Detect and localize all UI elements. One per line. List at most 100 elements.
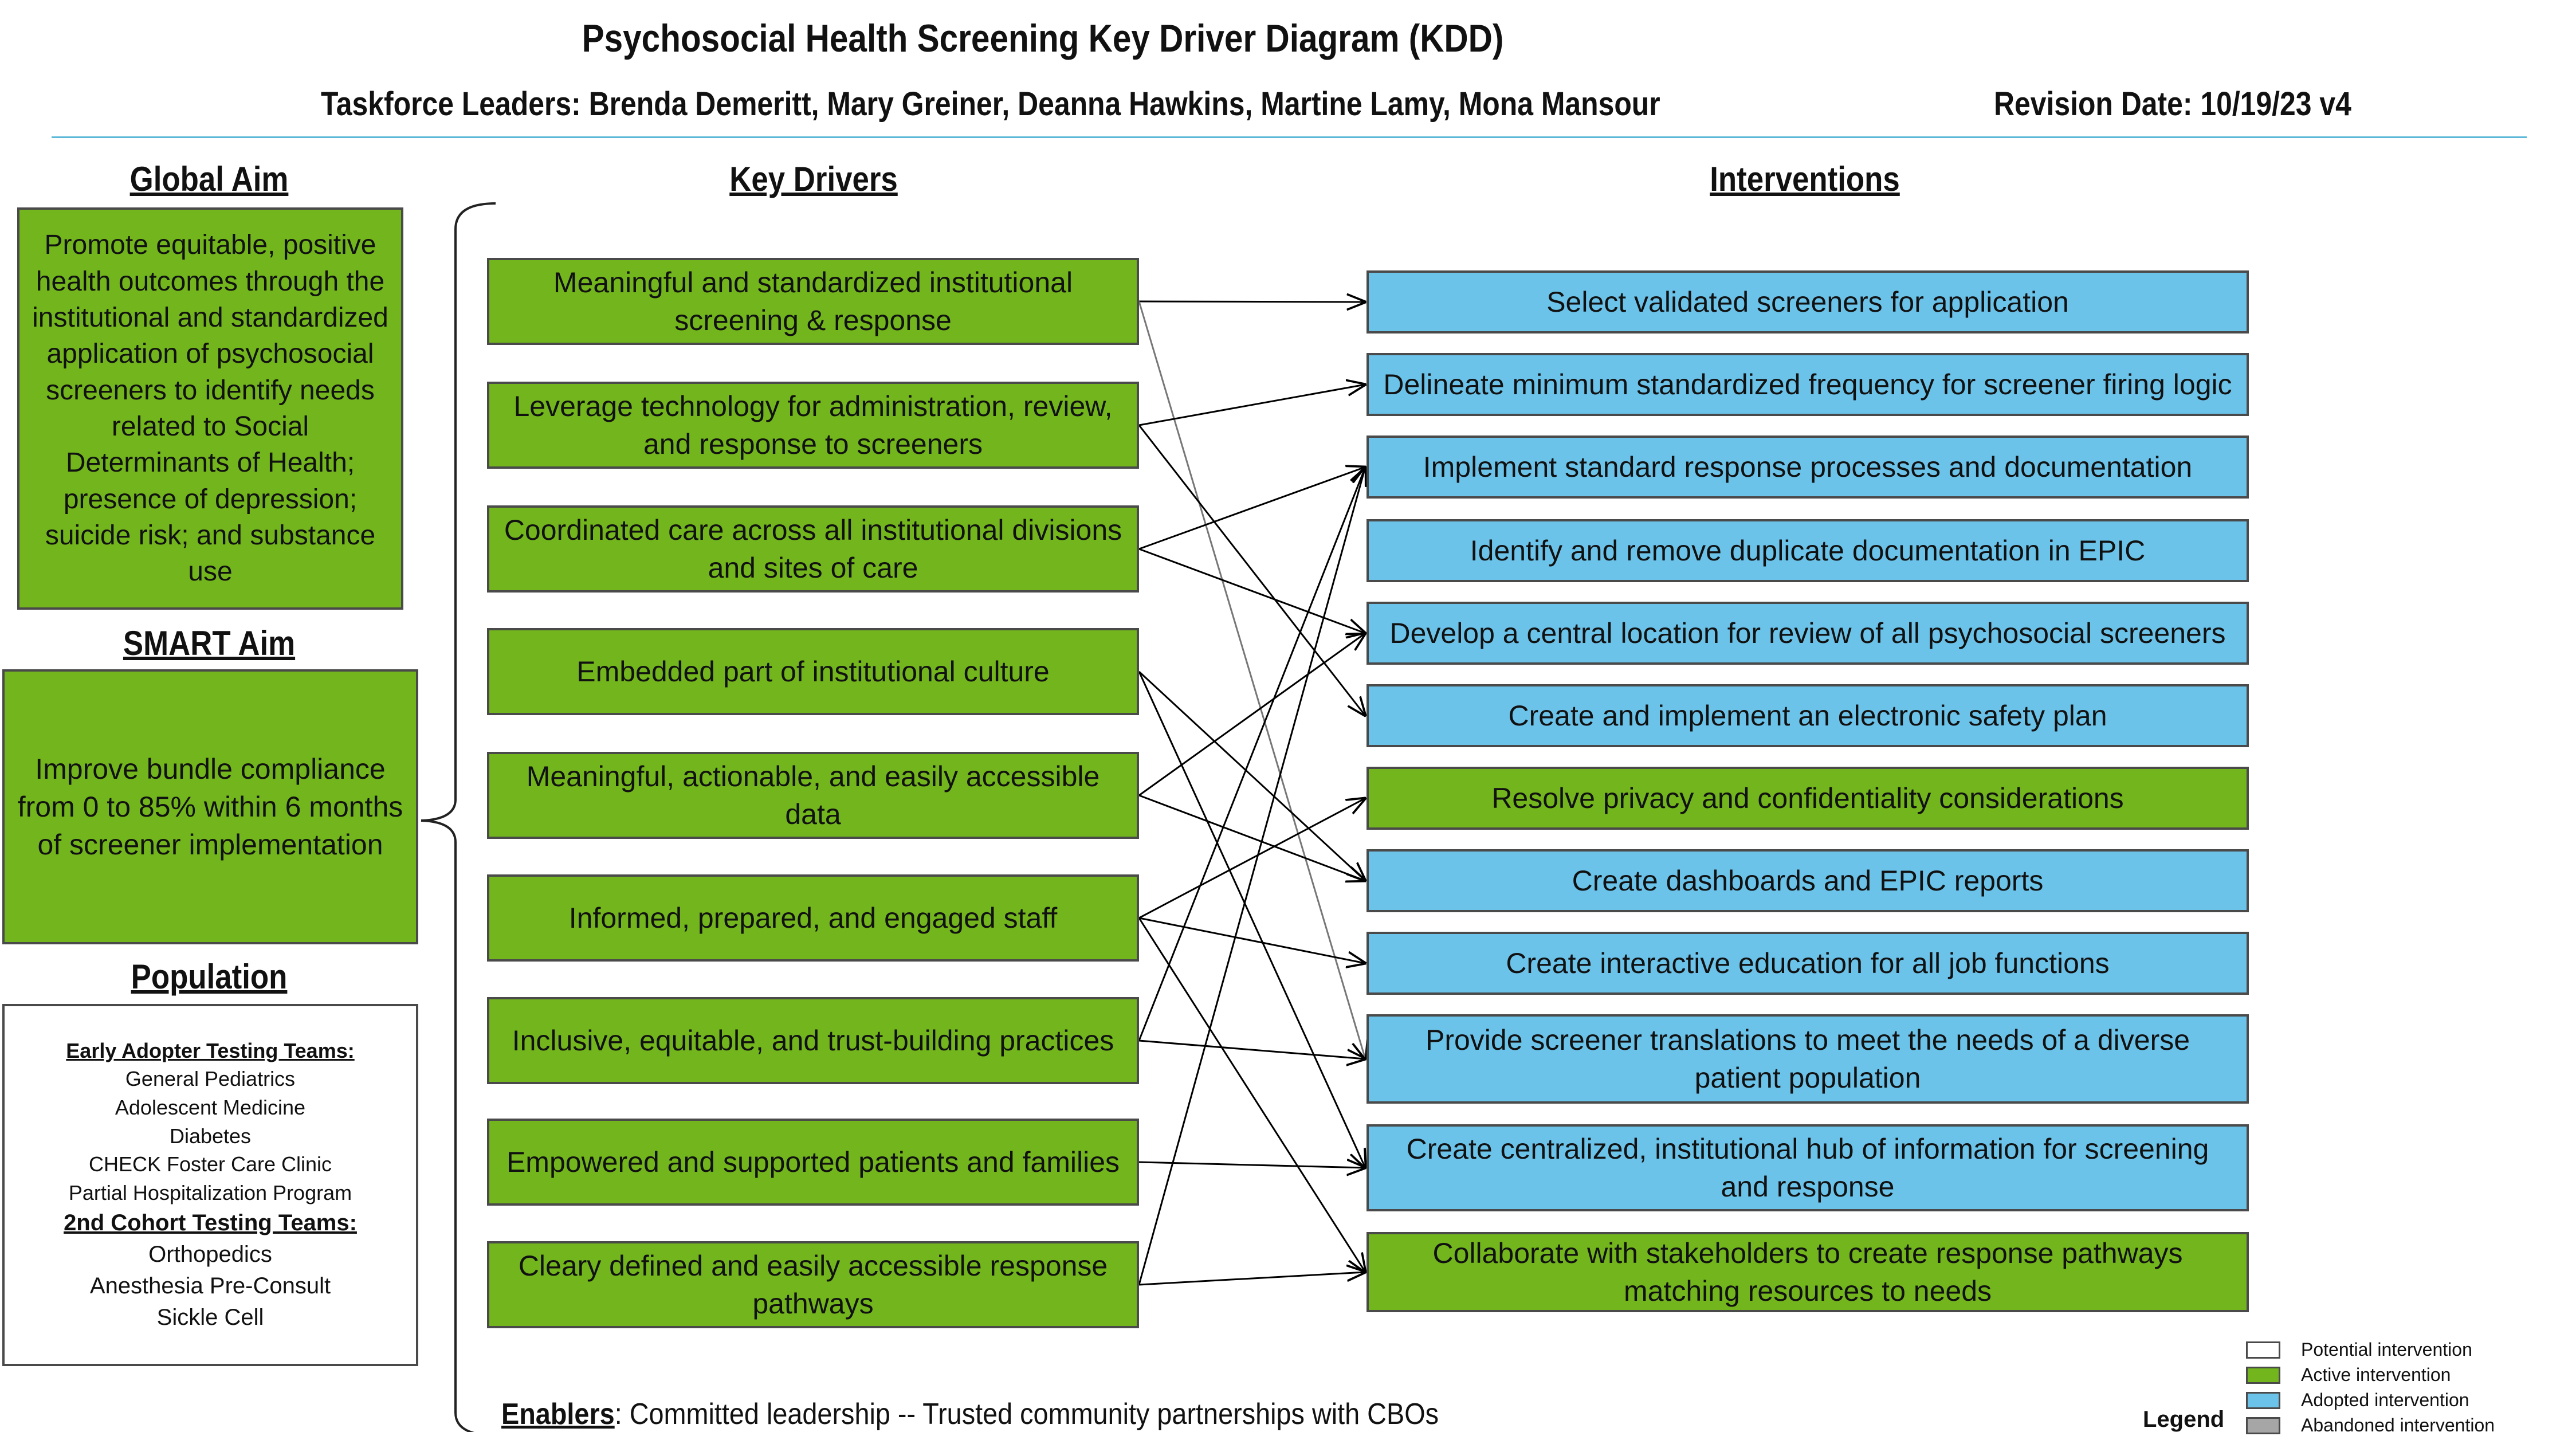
key-driver-label: Leverage technology for administration, … [513,390,1113,460]
legend-swatch [2246,1366,2280,1384]
population-box: Early Adopter Testing Teams: General Ped… [2,1004,418,1366]
intervention-label: Provide screener translations to meet th… [1425,1024,2190,1094]
early-team: General Pediatrics [125,1067,296,1091]
cohort-team: Orthopedics [148,1241,272,1267]
key-driver-box: Embedded part of institutional culture [487,628,1139,715]
key-driver-label: Meaningful and standardized institutiona… [553,266,1073,336]
intervention-label: Implement standard response processes an… [1423,451,2193,483]
key-drivers-heading: Key Drivers [729,160,898,198]
intervention-label: Resolve privacy and confidentiality cons… [1491,782,2124,814]
enablers-note: Enablers: Committed leadership -- Truste… [501,1397,1439,1431]
intervention-label: Develop a central location for review of… [1389,617,2226,649]
driver-intervention-link [1138,798,1365,919]
driver-intervention-link [1138,301,1365,1059]
driver-intervention-link [1138,633,1365,797]
key-driver-box: Leverage technology for administration, … [487,382,1139,469]
cohort-team: Sickle Cell [156,1305,264,1331]
key-driver-label: Empowered and supported patients and fam… [506,1146,1120,1178]
interventions-heading: Interventions [1710,160,1900,198]
key-driver-label: Informed, prepared, and engaged staff [568,902,1058,934]
legend-swatch [2246,1341,2280,1359]
driver-intervention-link [1138,301,1365,302]
revision-date: Revision Date: 10/19/23 v4 [1994,85,2351,123]
legend-swatch [2246,1417,2280,1434]
key-driver-label: Coordinated care across all institutiona… [504,514,1122,584]
early-adopter-heading: Early Adopter Testing Teams: [66,1038,355,1062]
driver-intervention-link [1138,467,1365,1041]
key-driver-box: Cleary defined and easily accessible res… [487,1241,1139,1328]
aim-brace [421,202,496,1432]
page-title: Psychosocial Health Screening Key Driver… [582,17,1504,60]
key-driver-label: Inclusive, equitable, and trust-building… [512,1025,1114,1057]
early-team: Diabetes [169,1124,252,1148]
intervention-label: Select validated screeners for applicati… [1546,286,2069,318]
global-aim-text: Promote equitable, positive health outco… [32,230,388,587]
legend-item-abandoned: Abandoned intervention [2246,1415,2495,1436]
legend-item-active: Active intervention [2246,1364,2451,1386]
cohort-heading: 2nd Cohort Testing Teams: [64,1210,357,1235]
global-aim-box: Promote equitable, positive health outco… [17,207,403,610]
intervention-box: Create dashboards and EPIC reports [1366,849,2249,912]
intervention-label: Delineate minimum standardized frequency… [1383,368,2232,401]
smart-aim-heading: SMART Aim [123,624,296,662]
legend-label: Potential intervention [2301,1339,2472,1360]
intervention-box: Create interactive education for all job… [1366,932,2249,995]
key-driver-label: Embedded part of institutional culture [576,656,1050,688]
driver-intervention-link [1138,1162,1365,1168]
legend-label: Active intervention [2301,1364,2451,1385]
smart-aim-text: Improve bundle compliance from 0 to 85% … [17,753,403,861]
intervention-box: Delineate minimum standardized frequency… [1366,353,2249,416]
driver-intervention-link [1138,671,1365,1168]
smart-aim-box: Improve bundle compliance from 0 to 85% … [2,669,418,944]
intervention-box: Identify and remove duplicate documentat… [1366,519,2249,582]
key-driver-label: Meaningful, actionable, and easily acces… [526,760,1100,830]
intervention-box: Create and implement an electronic safet… [1366,684,2249,747]
intervention-box: Collaborate with stakeholders to create … [1366,1232,2249,1312]
intervention-label: Create and implement an electronic safet… [1508,700,2107,732]
intervention-box: Implement standard response processes an… [1366,435,2249,499]
intervention-box: Select validated screeners for applicati… [1366,270,2249,334]
driver-intervention-link [1138,467,1365,1285]
key-driver-box: Empowered and supported patients and fam… [487,1119,1139,1206]
key-driver-box: Coordinated care across all institutiona… [487,505,1139,593]
intervention-label: Collaborate with stakeholders to create … [1432,1237,2183,1307]
driver-intervention-link [1138,548,1365,633]
key-driver-box: Meaningful, actionable, and easily acces… [487,752,1139,839]
key-driver-label: Cleary defined and easily accessible res… [518,1250,1108,1320]
intervention-box: Provide screener translations to meet th… [1366,1014,2249,1104]
enablers-text: : Committed leadership -- Trusted commun… [614,1398,1439,1431]
driver-intervention-link [1138,794,1365,881]
population-heading: Population [131,958,288,996]
early-team: Adolescent Medicine [115,1095,306,1119]
intervention-label: Create dashboards and EPIC reports [1572,865,2044,897]
driver-intervention-link [1138,917,1365,1272]
intervention-box: Resolve privacy and confidentiality cons… [1366,767,2249,830]
intervention-label: Identify and remove duplicate documentat… [1470,535,2146,567]
driver-intervention-link [1138,467,1365,550]
intervention-box: Develop a central location for review of… [1366,602,2249,665]
key-driver-box: Inclusive, equitable, and trust-building… [487,997,1139,1084]
key-driver-box: Informed, prepared, and engaged staff [487,874,1139,962]
driver-intervention-link [1138,917,1365,963]
driver-intervention-link [1138,1272,1365,1286]
legend-item-adopted: Adopted intervention [2246,1390,2469,1411]
driver-intervention-link [1138,425,1365,716]
driver-intervention-link [1138,384,1365,426]
global-aim-heading: Global Aim [129,160,289,198]
header-divider [52,136,2527,138]
intervention-label: Create interactive education for all job… [1506,947,2110,979]
cohort-team: Anesthesia Pre-Consult [89,1273,331,1299]
enablers-label: Enablers [501,1398,615,1431]
intervention-box: Create centralized, institutional hub of… [1366,1124,2249,1211]
legend-swatch [2246,1391,2280,1409]
early-team: CHECK Foster Care Clinic [88,1152,332,1176]
legend-label: Adopted intervention [2301,1390,2469,1410]
key-driver-box: Meaningful and standardized institutiona… [487,258,1139,345]
driver-intervention-link [1138,670,1365,881]
legend-label: Abandoned intervention [2301,1415,2495,1435]
taskforce-leaders: Taskforce Leaders: Brenda Demeritt, Mary… [321,85,1660,123]
legend-item-potential: Potential intervention [2246,1339,2472,1360]
legend-title: Legend [2143,1407,2225,1432]
intervention-label: Create centralized, institutional hub of… [1406,1133,2209,1203]
driver-intervention-link [1138,1039,1365,1059]
